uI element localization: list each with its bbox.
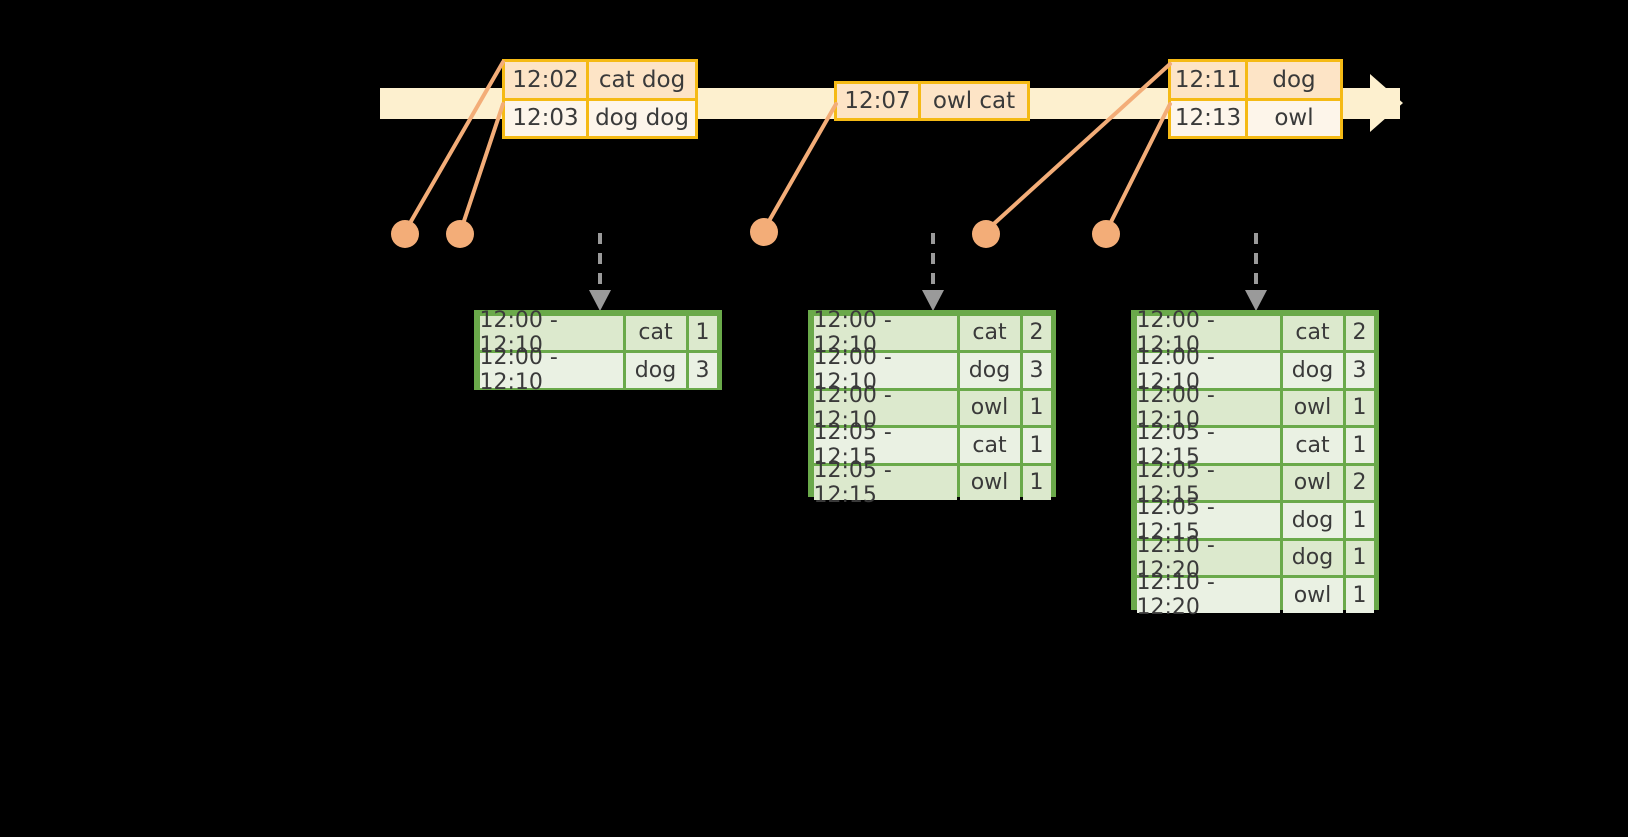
connector-dot-2 — [446, 220, 474, 248]
count-cell: 3 — [1022, 353, 1051, 388]
result-table-2[interactable]: 12:00 - 12:10 cat 2 12:00 - 12:10 dog 3 … — [808, 308, 1056, 508]
key-cell: owl — [959, 465, 1020, 500]
event-value: dog — [1245, 62, 1340, 98]
window-cell: 12:00 - 12:10 — [813, 308, 957, 358]
result-table-3[interactable]: 12:00 - 12:10 cat 2 12:00 - 12:10 dog 3 … — [1131, 308, 1379, 620]
table-row: 12:10 - 12:20 owl 1 — [1135, 570, 1375, 620]
event-value: owl cat — [918, 84, 1027, 118]
event-time: 12:07 — [837, 84, 918, 118]
window-cell: 12:00 - 12:10 — [1136, 345, 1280, 395]
table-row: 12:00 - 12:10 owl 1 — [812, 383, 1052, 433]
event-time: 12:11 — [1171, 62, 1245, 98]
window-cell: 12:00 - 12:10 — [1136, 383, 1280, 433]
key-cell: owl — [1282, 390, 1343, 425]
table-row: 12:00 - 12:10 dog 3 — [478, 345, 718, 395]
event-value: dog dog — [586, 100, 695, 136]
count-cell: 3 — [1345, 353, 1374, 388]
connector-dot-1 — [391, 220, 419, 248]
count-cell: 2 — [1022, 315, 1051, 350]
event-row: 12:13 owl — [1171, 97, 1340, 136]
count-cell: 3 — [688, 353, 717, 388]
event-row: 12:02 cat dog — [505, 62, 695, 98]
table-row: 12:10 - 12:20 dog 1 — [1135, 533, 1375, 583]
window-cell: 12:05 - 12:15 — [813, 458, 957, 508]
count-cell: 1 — [1022, 428, 1051, 463]
table-row: 12:00 - 12:10 dog 3 — [812, 345, 1052, 395]
count-cell: 1 — [1345, 540, 1374, 575]
count-cell: 1 — [688, 315, 717, 350]
event-box-3[interactable]: 12:11 dog 12:13 owl — [1168, 59, 1343, 139]
count-cell: 1 — [1345, 503, 1374, 538]
event-value: owl — [1245, 100, 1340, 136]
count-cell: 2 — [1345, 465, 1374, 500]
key-cell: cat — [959, 315, 1020, 350]
event-box-1[interactable]: 12:02 cat dog 12:03 dog dog — [502, 59, 698, 139]
event-value: cat dog — [586, 62, 695, 98]
key-cell: dog — [1282, 540, 1343, 575]
table-row: 12:05 - 12:15 owl 2 — [1135, 458, 1375, 508]
connector-dot-5 — [1092, 220, 1120, 248]
connector-dot-4 — [972, 220, 1000, 248]
event-time: 12:13 — [1171, 100, 1245, 136]
event-time: 12:03 — [505, 100, 586, 136]
key-cell: owl — [959, 390, 1020, 425]
key-cell: dog — [625, 353, 686, 388]
event-row: 12:11 dog — [1171, 62, 1340, 98]
key-cell: cat — [1282, 315, 1343, 350]
event-time: 12:02 — [505, 62, 586, 98]
table-row: 12:00 - 12:10 dog 3 — [1135, 345, 1375, 395]
window-cell: 12:10 - 12:20 — [1136, 570, 1280, 620]
connector-dots — [391, 218, 1120, 248]
timeline-arrowhead — [1370, 74, 1403, 132]
table-row: 12:05 - 12:15 cat 1 — [812, 420, 1052, 470]
key-cell: cat — [625, 315, 686, 350]
count-cell: 1 — [1345, 428, 1374, 463]
key-cell: dog — [1282, 503, 1343, 538]
table-row: 12:00 - 12:10 owl 1 — [1135, 383, 1375, 433]
connector-dot-3 — [750, 218, 778, 246]
result-table-1[interactable]: 12:00 - 12:10 cat 1 12:00 - 12:10 dog 3 — [474, 308, 722, 395]
event-row: 12:07 owl cat — [837, 84, 1027, 118]
window-cell: 12:00 - 12:10 — [813, 345, 957, 395]
key-cell: owl — [1282, 578, 1343, 613]
table-row: 12:00 - 12:10 cat 2 — [812, 308, 1052, 358]
key-cell: cat — [1282, 428, 1343, 463]
key-cell: owl — [1282, 465, 1343, 500]
window-cell: 12:00 - 12:10 — [1136, 308, 1280, 358]
window-cell: 12:00 - 12:10 — [479, 345, 623, 395]
window-cell: 12:10 - 12:20 — [1136, 533, 1280, 583]
window-cell: 12:05 - 12:15 — [1136, 458, 1280, 508]
event-row: 12:03 dog dog — [505, 97, 695, 136]
key-cell: dog — [959, 353, 1020, 388]
window-cell: 12:00 - 12:10 — [813, 383, 957, 433]
key-cell: cat — [959, 428, 1020, 463]
event-box-2[interactable]: 12:07 owl cat — [834, 81, 1030, 121]
trigger-arrows — [598, 233, 1258, 292]
key-cell: dog — [1282, 353, 1343, 388]
count-cell: 1 — [1022, 390, 1051, 425]
count-cell: 1 — [1345, 390, 1374, 425]
count-cell: 1 — [1345, 578, 1374, 613]
count-cell: 2 — [1345, 315, 1374, 350]
table-row: 12:00 - 12:10 cat 2 — [1135, 308, 1375, 358]
count-cell: 1 — [1022, 465, 1051, 500]
table-row: 12:05 - 12:15 owl 1 — [812, 458, 1052, 508]
